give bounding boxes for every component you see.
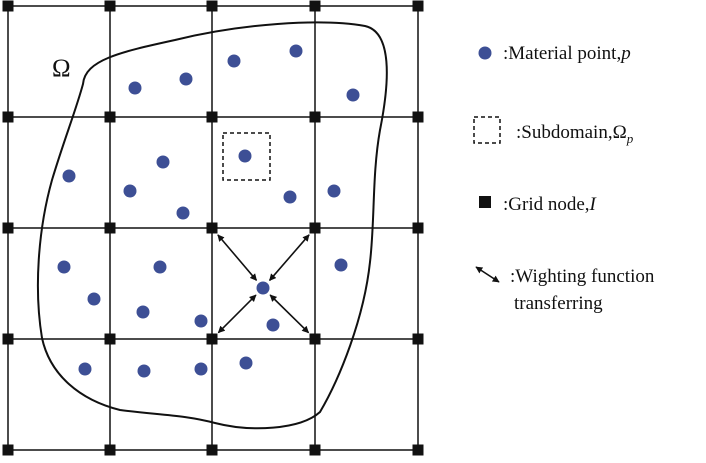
legend-subdomain-marker <box>473 116 501 144</box>
material-point <box>238 149 252 163</box>
material-point <box>179 72 193 86</box>
grid-nodes <box>2 0 424 456</box>
transfer-double-arrow <box>269 294 310 334</box>
material-point <box>153 260 167 274</box>
grid-node <box>2 111 14 123</box>
grid-node <box>412 444 424 456</box>
grid-node <box>412 333 424 345</box>
grid-node <box>309 333 321 345</box>
material-point <box>57 260 71 274</box>
grid-node <box>309 111 321 123</box>
legend-material-point-label: :Material point,p <box>503 43 631 64</box>
material-point <box>137 364 151 378</box>
legend-subdomain: :Subdomain,Ωp <box>473 116 634 146</box>
material-points <box>57 44 360 378</box>
grid-node <box>104 444 116 456</box>
grid-node <box>206 333 218 345</box>
grid-node <box>309 0 321 12</box>
grid-node <box>2 222 14 234</box>
legend-material-point-marker <box>478 46 492 60</box>
material-point <box>194 314 208 328</box>
material-point <box>62 169 76 183</box>
weighting-transfer-arrows <box>217 234 310 334</box>
grid-node <box>104 222 116 234</box>
legend-weighting: :Wighting function transferring <box>475 266 655 314</box>
material-point <box>327 184 341 198</box>
material-point <box>283 190 297 204</box>
material-point <box>128 81 142 95</box>
material-point <box>346 88 360 102</box>
grid-node <box>412 222 424 234</box>
material-point <box>123 184 137 198</box>
grid-node <box>104 111 116 123</box>
subdomain-box <box>222 132 271 181</box>
material-point <box>176 206 190 220</box>
legend-weighting-line1: :Wighting function <box>510 266 655 287</box>
grid-node <box>2 444 14 456</box>
transfer-double-arrow <box>268 234 310 281</box>
transfer-double-arrow <box>217 234 258 281</box>
material-point <box>266 318 280 332</box>
material-point <box>78 362 92 376</box>
grid-node <box>309 444 321 456</box>
legend-grid-node-marker <box>479 196 491 208</box>
grid-node <box>104 0 116 12</box>
legend-grid-node-label: :Grid node,I <box>503 194 598 215</box>
domain-label: Ω <box>52 55 71 82</box>
material-point <box>136 305 150 319</box>
grid-node <box>412 111 424 123</box>
material-point <box>289 44 303 58</box>
material-point <box>156 155 170 169</box>
legend-material-point: :Material point,p <box>478 43 631 64</box>
grid-node <box>104 333 116 345</box>
material-point <box>87 292 101 306</box>
body-boundary <box>36 21 388 430</box>
legend-grid-node: :Grid node,I <box>479 194 598 215</box>
legend-weighting-line2: transferring <box>514 293 603 314</box>
grid-node <box>206 111 218 123</box>
legend-subdomain-label: :Subdomain,Ωp <box>516 122 634 146</box>
material-point <box>239 356 253 370</box>
material-point <box>227 54 241 68</box>
legend: :Material point,p :Subdomain,Ωp :Grid no… <box>473 43 655 314</box>
grid-node <box>309 222 321 234</box>
material-point <box>194 362 208 376</box>
grid-node <box>2 0 14 12</box>
grid-node <box>206 222 218 234</box>
legend-double-arrow-icon <box>475 266 500 283</box>
transfer-double-arrow <box>217 294 257 334</box>
grid-node <box>412 0 424 12</box>
grid-node <box>2 333 14 345</box>
grid-node <box>206 444 218 456</box>
grid-node <box>206 0 218 12</box>
material-point <box>334 258 348 272</box>
material-point <box>256 281 270 295</box>
